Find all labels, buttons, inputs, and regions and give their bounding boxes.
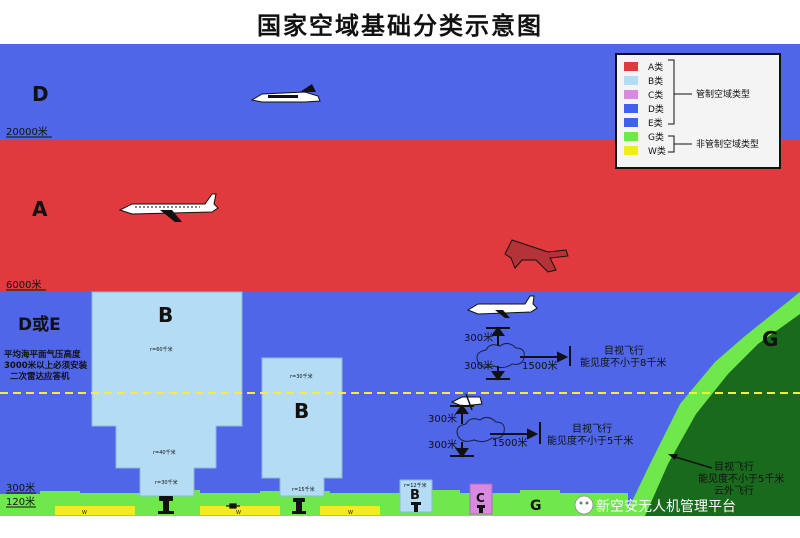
transponder-note-line: 二次雷达应答机 xyxy=(10,371,70,382)
legend: A类 B类 C类 D类 E类 G类 W类 xyxy=(616,54,780,168)
class-b-medium-label: B xyxy=(294,399,309,423)
w-zone-label: W xyxy=(348,510,353,516)
legend-label: D类 xyxy=(648,103,664,115)
b-radius-label: r=40千米 xyxy=(153,449,176,456)
watermark-logo xyxy=(575,496,593,514)
class-b-small-label: B xyxy=(410,488,420,503)
b-radius-label: r=15千米 xyxy=(292,486,315,493)
legend-swatch xyxy=(624,62,638,71)
altitude-20000-label: 20000米 xyxy=(6,125,48,138)
legend-swatch xyxy=(624,118,638,127)
legend-swatch xyxy=(624,104,638,113)
g-vfr-text: 云外飞行 xyxy=(714,484,754,497)
legend-uncontrolled-label: 非管制空域类型 xyxy=(696,138,759,150)
watermark-text: 新空安无人机管理平台 xyxy=(596,499,736,515)
legend-label: C类 xyxy=(648,89,663,101)
class-b-large-label: B xyxy=(158,303,173,327)
legend-swatch xyxy=(624,132,638,141)
g-vfr-text: 能见度不小于5千米 xyxy=(698,472,784,485)
altitude-120-label: 120米 xyxy=(6,495,35,508)
legend-swatch xyxy=(624,76,638,85)
altitude-300-label: 300米 xyxy=(6,481,35,494)
b-radius-label: r=12千米 xyxy=(404,482,427,489)
legend-label: W类 xyxy=(648,145,666,157)
class-c-small-label: C xyxy=(476,491,485,505)
w-zone-label: W xyxy=(236,510,241,516)
transponder-note-line: 平均海平面气压高度 xyxy=(4,349,81,360)
class-d-top-label: D xyxy=(32,82,49,106)
vfr-lower-text: 目视飞行 xyxy=(572,422,612,435)
vfr-lower-horizontal: 1500米 xyxy=(492,436,527,449)
b-radius-label: r=60千米 xyxy=(150,346,173,353)
class-g-ground-label: G xyxy=(530,498,542,514)
vfr-lower-above: 300米 xyxy=(428,412,457,425)
vfr-lower-below: 300米 xyxy=(428,438,457,451)
b-radius-label: r=30千米 xyxy=(290,373,313,380)
altitude-6000-label: 6000米 xyxy=(6,278,41,291)
w-zone-label: W xyxy=(82,510,87,516)
class-d-or-e-label: D或E xyxy=(18,314,61,335)
vfr-upper-above: 300米 xyxy=(464,331,493,344)
legend-swatch xyxy=(624,90,638,99)
transponder-note-line: 3000米以上必须安装 xyxy=(4,360,88,371)
legend-label: E类 xyxy=(648,117,663,129)
vfr-upper-horizontal: 1500米 xyxy=(522,359,557,372)
legend-controlled-label: 管制空域类型 xyxy=(696,88,750,100)
class-w-zone xyxy=(55,506,135,515)
diagram-title: 国家空域基础分类示意图 xyxy=(0,6,800,41)
legend-label: G类 xyxy=(648,131,664,143)
class-g-right-label: G xyxy=(762,327,778,351)
vfr-upper-text: 能见度不小于8千米 xyxy=(580,356,666,369)
class-a-label: A xyxy=(32,197,48,221)
legend-swatch xyxy=(624,146,638,155)
b-radius-label: r=30千米 xyxy=(155,479,178,486)
legend-label: B类 xyxy=(648,75,663,87)
airspace-diagram: W W W D A D或E B B B C G G 20000米 6000米 3… xyxy=(0,44,800,516)
g-vfr-text: 目视飞行 xyxy=(714,460,754,473)
vfr-lower-text: 能见度不小于5千米 xyxy=(547,434,633,447)
vfr-upper-text: 目视飞行 xyxy=(604,344,644,357)
legend-label: A类 xyxy=(648,61,663,73)
vfr-upper-below: 300米 xyxy=(464,359,493,372)
